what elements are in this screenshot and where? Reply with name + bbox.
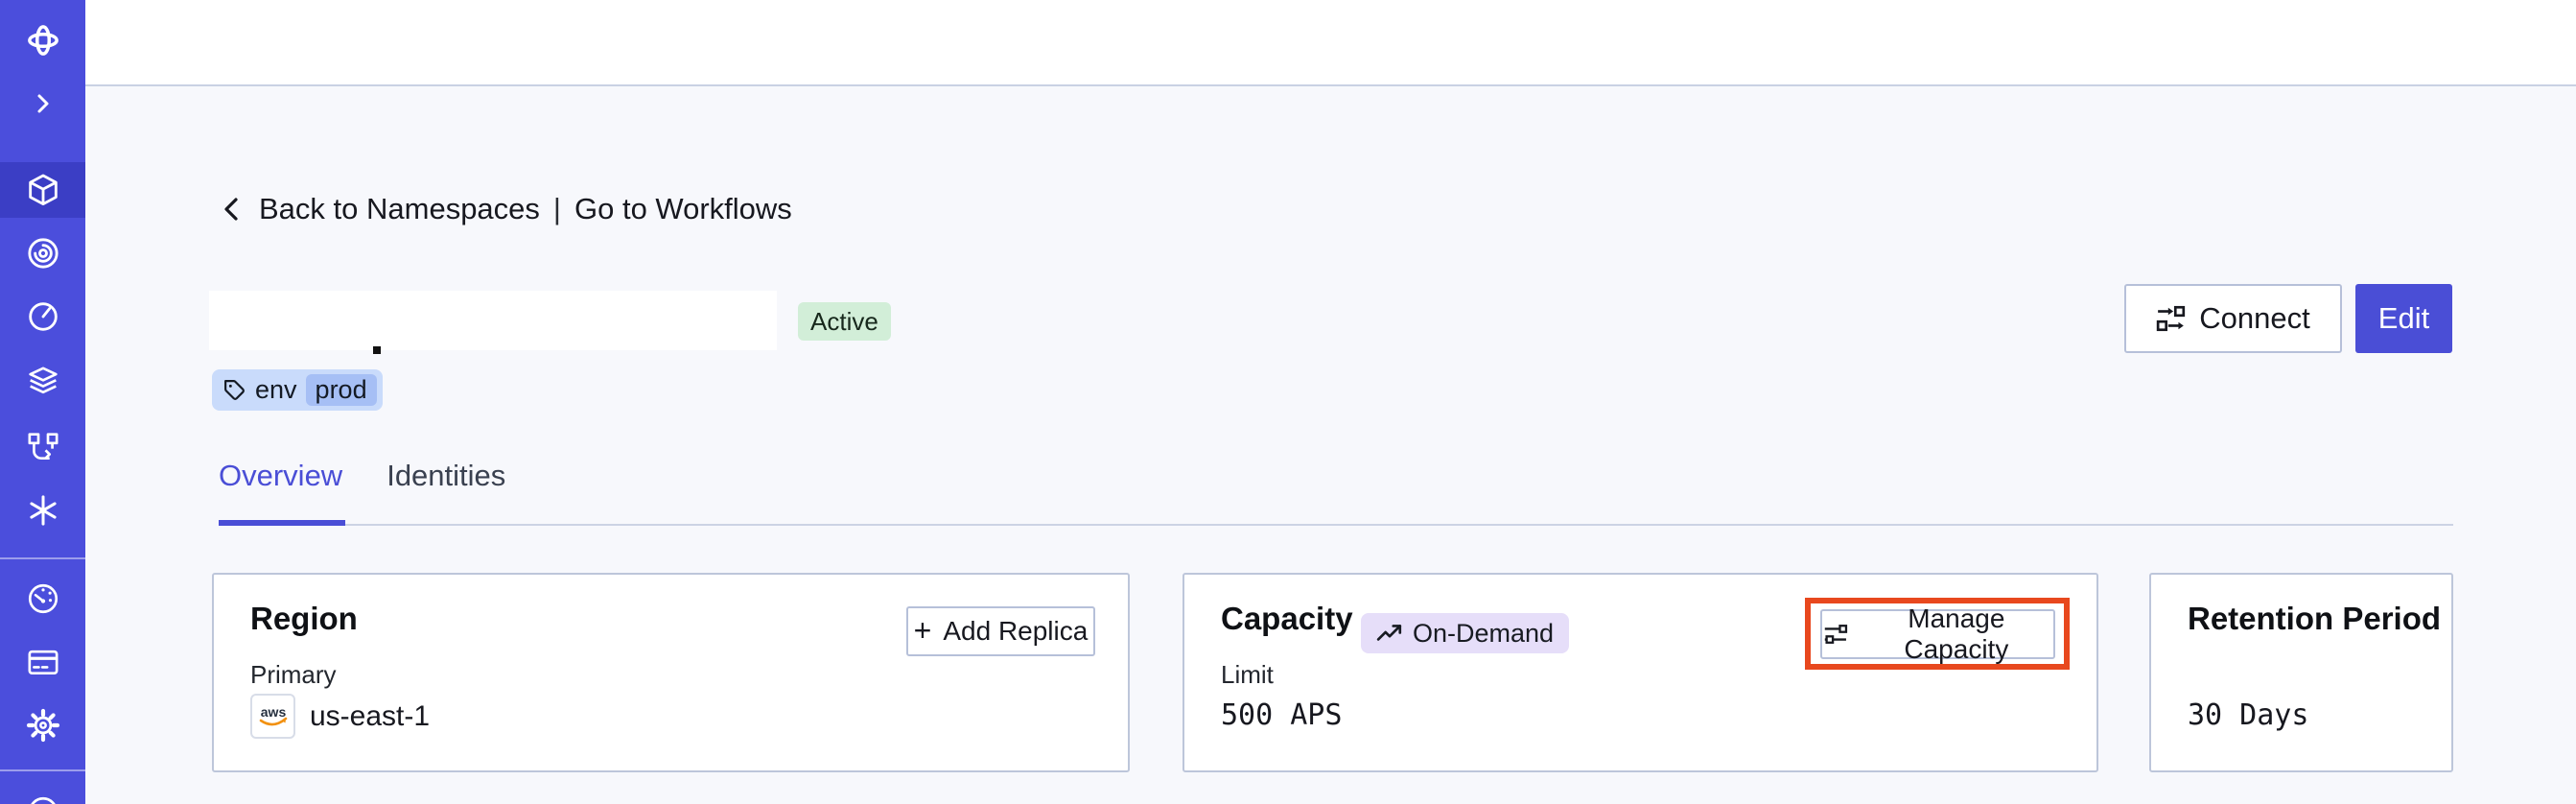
trending-up-icon — [1376, 625, 1402, 641]
aws-logo: aws — [250, 694, 295, 739]
capacity-card-title: Capacity — [1221, 601, 1353, 636]
sidebar-item-nexus[interactable] — [0, 483, 85, 538]
capacity-card: Capacity On-Demand Manage Capacity Limit… — [1183, 573, 2098, 772]
namespace-tag[interactable]: env prod — [212, 369, 383, 411]
billing-card-icon — [28, 650, 58, 674]
sidebar-item-stack[interactable] — [0, 354, 85, 410]
connect-button-label: Connect — [2199, 301, 2310, 335]
tag-value-chip: prod — [305, 374, 377, 406]
sidebar — [0, 0, 85, 804]
region-card: Region + Add Replica Primary aws us-east… — [212, 573, 1130, 772]
tab-bar: Overview Identities — [219, 459, 505, 518]
gear-icon — [26, 708, 59, 743]
globe-partial-icon — [30, 796, 56, 804]
tab-divider — [219, 524, 2453, 526]
tab-overview[interactable]: Overview — [219, 459, 343, 492]
retention-value: 30 Days — [2188, 698, 2309, 732]
svg-text:aws: aws — [260, 704, 286, 720]
limit-label: Limit — [1221, 660, 1274, 689]
redaction-artifact — [373, 346, 381, 354]
go-to-workflows-link[interactable]: Go to Workflows — [574, 192, 792, 225]
cube-icon — [28, 174, 58, 205]
tag-icon — [224, 380, 245, 400]
add-replica-label: Add Replica — [943, 616, 1089, 646]
add-replica-button[interactable]: + Add Replica — [906, 606, 1095, 656]
sidebar-item-usage[interactable] — [0, 571, 85, 627]
sidebar-item-partial[interactable] — [0, 783, 85, 804]
branch-icon — [28, 433, 58, 460]
back-to-namespaces-link[interactable]: Back to Namespaces — [259, 192, 540, 225]
sidebar-item-settings[interactable] — [0, 698, 85, 753]
topbar — [85, 0, 2576, 86]
spiral-icon — [27, 238, 59, 269]
retention-card-title: Retention Period — [2188, 601, 2442, 636]
timer-icon — [28, 302, 58, 331]
plus-icon: + — [913, 612, 932, 648]
sidebar-item-schedules[interactable] — [0, 289, 85, 344]
manage-capacity-highlight-box: Manage Capacity — [1805, 598, 2070, 670]
edit-button[interactable]: Edit — [2355, 284, 2452, 353]
sidebar-item-namespaces[interactable] — [0, 162, 85, 218]
namespace-title-redacted — [209, 291, 777, 350]
back-chevron-icon[interactable] — [219, 195, 246, 224]
sidebar-item-workflows[interactable] — [0, 225, 85, 281]
capacity-value: 500 APS — [1221, 698, 1343, 732]
asterisk-icon — [29, 495, 57, 526]
manage-capacity-label: Manage Capacity — [1904, 603, 2009, 664]
ondemand-label: On-Demand — [1413, 618, 1555, 648]
tab-identities[interactable]: Identities — [386, 459, 506, 492]
breadcrumb: Back to Namespaces | Go to Workflows — [219, 192, 792, 226]
gauge-icon — [28, 583, 58, 614]
ondemand-badge: On-Demand — [1361, 613, 1570, 653]
breadcrumb-separator: | — [552, 192, 561, 225]
sidebar-item-deployments[interactable] — [0, 419, 85, 475]
status-badge: Active — [798, 302, 891, 341]
sidebar-item-billing[interactable] — [0, 634, 85, 690]
sidebar-expand-button[interactable] — [0, 76, 85, 131]
primary-label: Primary — [250, 660, 337, 689]
active-tab-underline — [219, 520, 345, 526]
connect-button[interactable]: Connect — [2124, 284, 2342, 353]
layers-icon — [28, 367, 58, 394]
manage-capacity-button[interactable]: Manage Capacity — [1819, 603, 2055, 664]
sliders-icon — [1824, 624, 1847, 644]
sidebar-divider — [0, 769, 85, 771]
retention-card: Retention Period 30 Days — [2149, 573, 2453, 772]
region-value-row: aws us-east-1 — [250, 694, 430, 739]
temporal-logo-icon — [0, 12, 85, 68]
sidebar-divider — [0, 557, 85, 559]
region-card-title: Region — [250, 601, 358, 636]
tag-key: env — [255, 375, 297, 404]
connect-flow-icon — [2157, 305, 2186, 332]
region-value: us-east-1 — [310, 699, 431, 732]
